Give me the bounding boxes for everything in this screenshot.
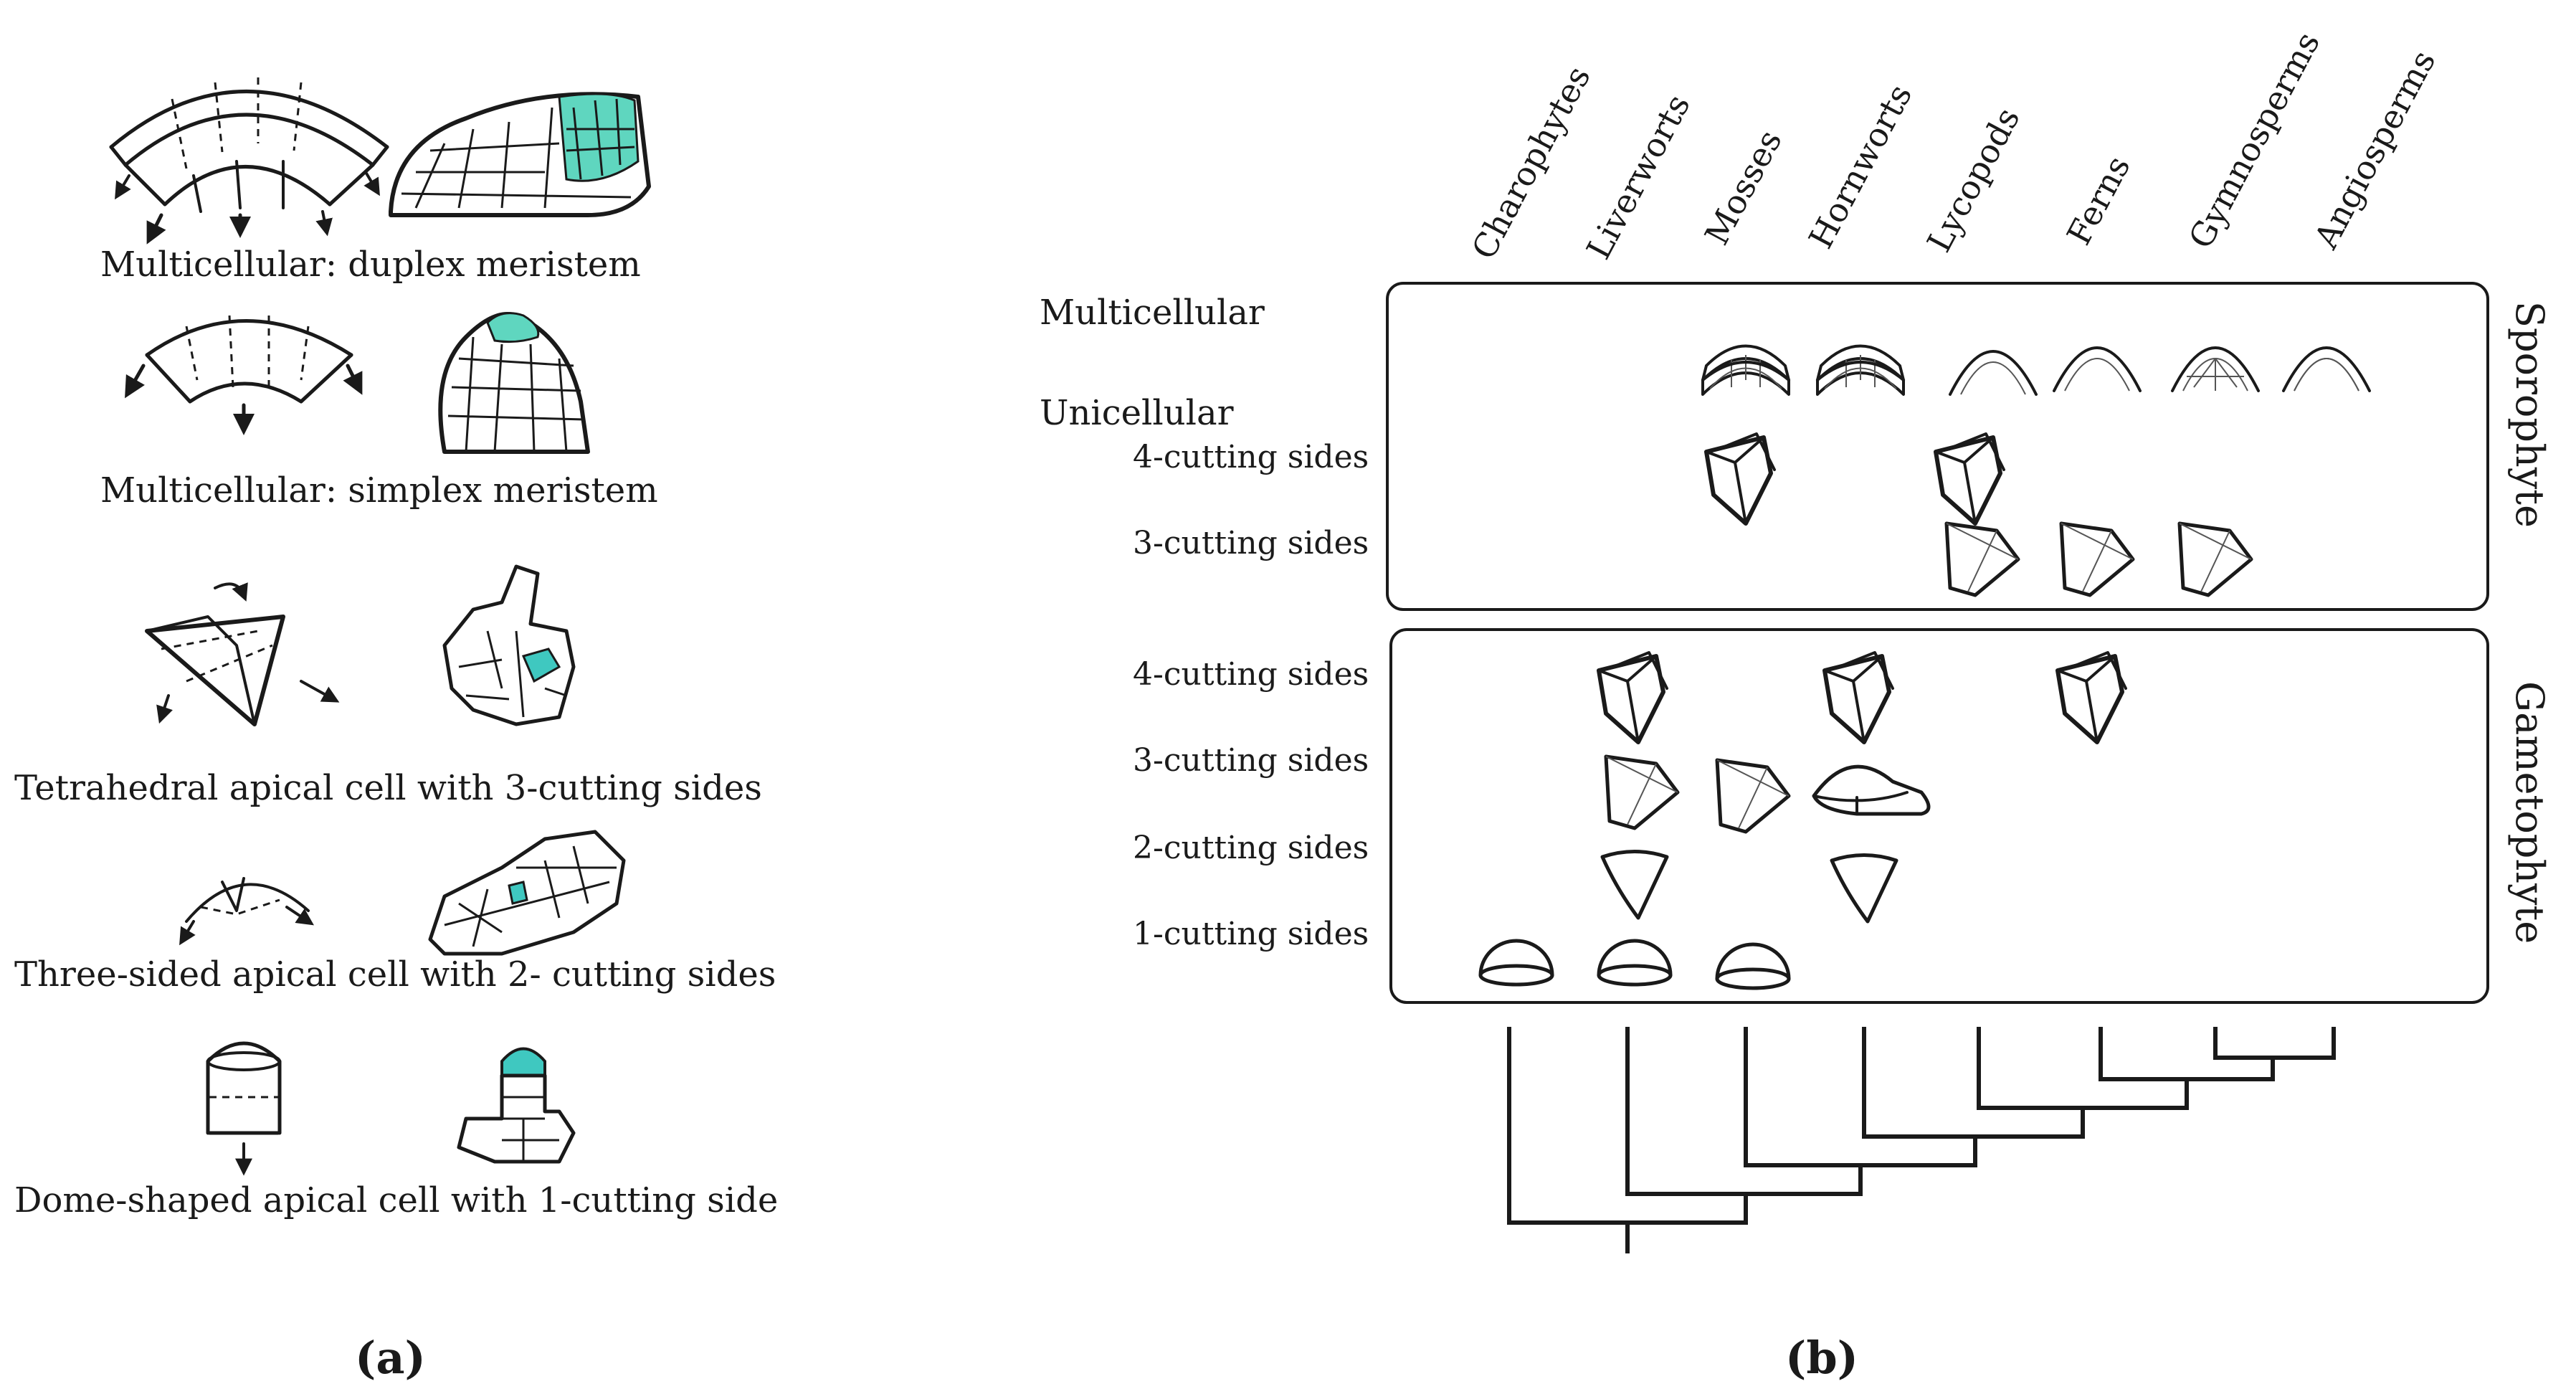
sporo-3cut-ferns-icon [2061, 523, 2133, 595]
taxon-label-angiosperms: Angiosperms [2306, 44, 2443, 255]
gameto-3cut-hornworts-icon [1812, 764, 1931, 816]
tetrahedral-label: Tetrahedral apical cell with 3-cutting s… [14, 768, 762, 808]
gameto-row-4-cutting: 4-cutting sides [1133, 656, 1369, 693]
sporo-row-3-cutting: 3-cutting sides [1133, 525, 1369, 561]
gametophyte-box [1389, 628, 2489, 1004]
panel-b: Charophytes Liverworts Mosses Hornworts … [1040, 26, 2552, 1384]
duplex-meristem-cells-icon [389, 92, 651, 217]
taxon-label-liverworts: Liverworts [1579, 88, 1698, 266]
sporo-3cut-lycopods-icon [1947, 523, 2018, 595]
gameto-1cut-liverworts-icon [1599, 941, 1670, 985]
sporo-arch-ferns-icon [2053, 346, 2142, 392]
phylogenetic-tree [1507, 1027, 2336, 1253]
sporophyte-box [1386, 282, 2489, 611]
sporo-row-multicellular: Multicellular [1040, 293, 1265, 333]
sporo-multi-mosses-icon [1701, 344, 1790, 396]
sporo-4cut-mosses-icon [1706, 434, 1774, 523]
panel-a: Multicellular: duplex meristem Multicell… [14, 77, 778, 1384]
sporo-arch-lycopods-icon [1949, 350, 2038, 396]
sporo-multi-hornworts-icon [1816, 344, 1905, 396]
sporo-3cut-gymnosperms-icon [2180, 523, 2251, 595]
sporo-4cut-lycopods-icon [1936, 434, 2004, 523]
taxon-label-charophytes: Charophytes [1464, 60, 1598, 265]
sporo-row-unicellular: Unicellular [1040, 393, 1234, 433]
sporo-arch-gymnosperms-icon [2171, 346, 2260, 392]
three-sided-apical-cell-tissue-icon [428, 830, 626, 956]
simplex-meristem-label: Multicellular: simplex meristem [100, 470, 658, 511]
simplex-meristem-schematic-icon [125, 315, 363, 435]
gameto-3cut-liverworts-icon [1606, 757, 1678, 828]
panel-b-caption: (b) [1785, 1332, 1858, 1384]
duplex-meristem-schematic-icon [109, 77, 389, 245]
gameto-4cut-liverworts-icon [1599, 653, 1667, 742]
gameto-2cut-liverworts-icon [1602, 852, 1667, 919]
gameto-3cut-mosses-icon [1717, 760, 1789, 832]
gameto-row-3-cutting: 3-cutting sides [1133, 742, 1369, 779]
dome-shaped-apical-cell-tissue-icon [457, 1047, 576, 1164]
three-sided-label: Three-sided apical cell with 2- cutting … [14, 954, 776, 995]
tetrahedral-apical-cell-tissue-icon [442, 564, 576, 726]
gameto-1cut-mosses-icon [1717, 944, 1789, 988]
tetrahedral-apical-cell-schematic-icon [145, 582, 340, 726]
gameto-4cut-hornworts-icon [1825, 653, 1893, 742]
dome-shaped-label: Dome-shaped apical cell with 1-cutting s… [14, 1180, 778, 1220]
taxon-label-mosses: Mosses [1697, 123, 1790, 251]
duplex-meristem-label: Multicellular: duplex meristem [100, 245, 641, 285]
sporo-arch-angiosperms-icon [2282, 346, 2371, 392]
taxon-label-hornworts: Hornworts [1801, 78, 1919, 255]
gameto-1cut-charophytes-icon [1481, 941, 1552, 985]
panel-a-caption: (a) [355, 1332, 426, 1384]
gameto-row-2-cutting: 2-cutting sides [1133, 830, 1369, 866]
taxon-label-gymnosperms: Gymnosperms [2181, 26, 2327, 255]
dome-shaped-apical-cell-schematic-icon [206, 1041, 282, 1176]
gameto-4cut-ferns-icon [2058, 653, 2126, 742]
sporophyte-label: Sporophyte [2507, 301, 2552, 528]
three-sided-apical-cell-schematic-icon [179, 877, 314, 946]
taxon-label-ferns: Ferns [2059, 149, 2138, 251]
simplex-meristem-cells-icon [438, 312, 590, 454]
gameto-row-1-cutting: 1-cutting sides [1133, 916, 1369, 952]
sporo-row-4-cutting: 4-cutting sides [1133, 439, 1369, 475]
taxon-label-lycopods: Lycopods [1919, 101, 2028, 258]
taxa-labels: Charophytes Liverworts Mosses Hornworts … [1464, 26, 2443, 266]
gameto-2cut-hornworts-icon [1832, 855, 1896, 922]
gametophyte-label: Gametophyte [2507, 681, 2552, 944]
